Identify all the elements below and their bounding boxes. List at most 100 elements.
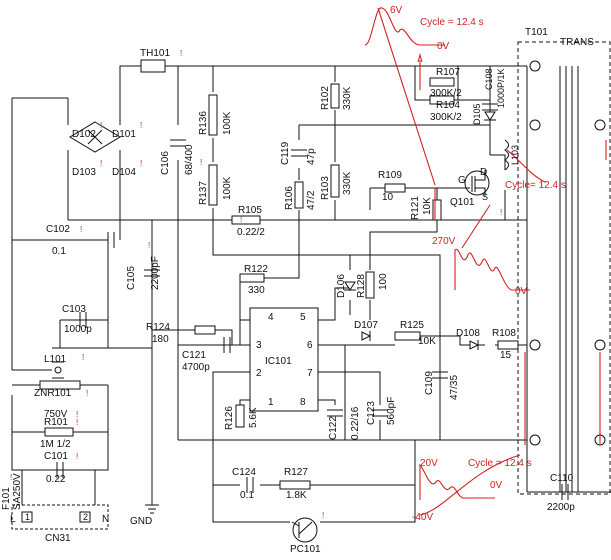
svg-text:!: ! — [82, 353, 84, 362]
label-r102-value: 330K — [342, 86, 353, 110]
label-r121-value: 10K — [422, 197, 433, 215]
label-r103: R103 — [320, 176, 331, 200]
label-l101: L101 — [44, 354, 67, 365]
label-w4-peak: 20V — [420, 458, 438, 469]
label-d106: D106 — [336, 274, 347, 298]
label-r107: R107 — [436, 67, 460, 78]
c102-plates — [107, 232, 115, 248]
label-th101: TH101 — [140, 48, 170, 59]
label-ic101: IC101 — [265, 356, 292, 367]
label-c119-value: 47p — [306, 148, 317, 165]
label-c110: C110 — [550, 473, 574, 484]
label-c103: C103 — [62, 304, 86, 315]
label-ic101-pin3: 3 — [256, 340, 262, 351]
label-znr101-value: 750V — [44, 409, 68, 420]
critical-part-marks: ! ! ! ! ! ! ! ! ! ! ! ! ! ! ! ! ! — [10, 49, 502, 520]
svg-text:!: ! — [76, 410, 78, 419]
label-cn31: CN31 — [45, 533, 71, 544]
resistors — [39, 59, 519, 490]
c105-plates — [144, 269, 160, 277]
label-t101: T101 — [525, 27, 548, 38]
label-cn31-pin1: 1 — [25, 512, 30, 522]
waveform-4 — [419, 463, 495, 500]
label-w1-base: 0V — [437, 41, 450, 52]
label-znr101: ZNR101 — [34, 388, 72, 399]
label-ic101-pin1: 1 — [268, 397, 274, 408]
svg-text:!: ! — [200, 158, 202, 167]
label-r121: R121 — [410, 196, 421, 220]
diodes — [344, 111, 496, 350]
svg-text:!: ! — [240, 215, 242, 224]
c110-plates — [561, 484, 569, 500]
label-r105-value: 0.22/2 — [237, 227, 265, 238]
t101-pin-4 — [529, 434, 541, 446]
waveform-4-pointer — [419, 454, 521, 516]
svg-text:!: ! — [322, 511, 324, 520]
r105-body — [231, 215, 261, 225]
r136-body — [208, 94, 218, 136]
d107-symbol — [361, 331, 372, 341]
label-r126: R126 — [224, 406, 235, 430]
label-c124: C124 — [232, 467, 256, 478]
r109-body — [384, 183, 406, 193]
t101-pin-5 — [594, 119, 606, 131]
th101-body — [140, 59, 166, 73]
gnd-symbol — [145, 504, 159, 514]
t101-pin-6 — [594, 339, 606, 351]
label-c108: C108 — [484, 68, 494, 90]
d106-symbol — [344, 281, 356, 291]
c106-plates — [170, 139, 186, 147]
label-r128: R128 — [356, 274, 367, 298]
label-r104: R104 — [436, 100, 460, 111]
r121-body — [432, 199, 442, 221]
label-c122-value: 0.22/16 — [350, 406, 361, 440]
label-c108-value: 1000P/1K — [496, 68, 506, 108]
label-r127: R127 — [284, 467, 308, 478]
ic101-body — [249, 307, 319, 412]
r127-body — [279, 480, 311, 490]
t101-pin-2 — [529, 119, 541, 131]
label-r124-value: 180 — [152, 334, 169, 345]
label-w4-base: 0V — [490, 480, 503, 491]
r137-body — [208, 164, 218, 206]
label-ic101-pin5: 5 — [300, 312, 306, 323]
svg-text:!: ! — [76, 418, 78, 427]
label-r128-value: 100 — [378, 273, 389, 290]
label-d102: D102 — [72, 129, 96, 140]
t101-pin-1 — [529, 60, 541, 72]
label-d107: D107 — [354, 320, 378, 331]
label-c102: C102 — [46, 224, 70, 235]
label-c109: C109 — [424, 371, 435, 395]
r108-body — [497, 340, 519, 350]
component-labels: TH101 D101 D102 D103 D104 C102 0.1 C103 … — [1, 27, 594, 555]
label-r105: R105 — [238, 205, 262, 216]
c121-plates — [223, 337, 231, 353]
label-r122: R122 — [244, 264, 268, 275]
label-c101-value: 0.22 — [46, 474, 66, 485]
label-pc101: PC101 — [290, 544, 321, 555]
label-r124: R124 — [146, 322, 170, 333]
svg-text:!: ! — [86, 389, 88, 398]
c109-plates — [432, 371, 448, 379]
r125-body — [394, 331, 421, 341]
red-current-arrows — [434, 140, 607, 445]
label-r126-value: 5.6K — [248, 407, 259, 428]
label-r122-value: 330 — [248, 285, 265, 296]
pc101-transistor — [291, 517, 318, 543]
c103-plates — [79, 312, 87, 328]
c119-plates — [291, 149, 307, 157]
r103-body — [330, 164, 340, 198]
label-r137-value: 100K — [222, 176, 233, 200]
label-q101-gate: G — [458, 175, 466, 186]
label-r103-value: 330K — [342, 171, 353, 195]
label-trans: TRANS — [560, 37, 594, 48]
svg-text:!: ! — [500, 208, 502, 217]
label-r106: R106 — [284, 186, 295, 210]
r107-body — [429, 77, 455, 87]
svg-text:!: ! — [180, 49, 182, 58]
label-r109: R109 — [378, 170, 402, 181]
svg-text:!: ! — [148, 241, 150, 250]
label-c123-value: 560pF — [386, 397, 397, 425]
label-r136-value: 100K — [222, 111, 233, 135]
